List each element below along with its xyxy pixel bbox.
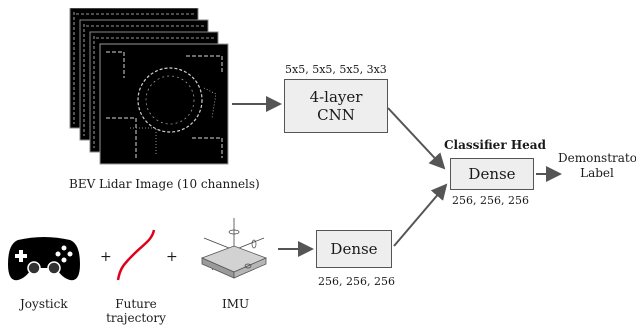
classifier-dense-label: Dense bbox=[468, 165, 516, 183]
imu-label: IMU bbox=[222, 297, 250, 311]
lidar-layer-front bbox=[99, 43, 229, 165]
trajectory-label: Future trajectory bbox=[106, 297, 166, 325]
imu-icon bbox=[200, 218, 268, 279]
plus-sign-2: + bbox=[166, 249, 178, 265]
arrow-cnn-to-classifier bbox=[387, 107, 446, 170]
lower-dense-sizes: 256, 256, 256 bbox=[318, 275, 395, 288]
output-label-line2: Label bbox=[580, 166, 614, 180]
classifier-heading: Classifier Head bbox=[444, 138, 546, 152]
trajectory-label-line2: trajectory bbox=[106, 311, 166, 325]
lower-dense-label: Dense bbox=[330, 240, 378, 258]
output-label-line1: Demonstrator bbox=[558, 151, 636, 165]
arrow-dense-to-classifier bbox=[393, 183, 448, 247]
classifier-sizes: 256, 256, 256 bbox=[452, 194, 529, 207]
joystick-icon bbox=[8, 237, 80, 281]
cnn-title-line1: 4-layer bbox=[309, 88, 363, 106]
cnn-title-line2: CNN bbox=[317, 106, 355, 124]
cnn-box: 4-layer CNN bbox=[284, 79, 388, 133]
trajectory-icon bbox=[116, 229, 156, 281]
cnn-kernel-sizes: 5x5, 5x5, 5x5, 3x3 bbox=[285, 63, 387, 76]
joystick-label: Joystick bbox=[20, 297, 68, 311]
lower-dense-box: Dense bbox=[316, 230, 392, 268]
output-label: Demonstrator Label bbox=[558, 151, 636, 181]
lidar-caption: BEV Lidar Image (10 channels) bbox=[69, 177, 260, 191]
plus-sign-1: + bbox=[100, 249, 112, 265]
lidar-image-stack bbox=[69, 8, 229, 165]
trajectory-label-line1: Future bbox=[115, 297, 157, 311]
classifier-dense-box: Dense bbox=[450, 158, 534, 190]
